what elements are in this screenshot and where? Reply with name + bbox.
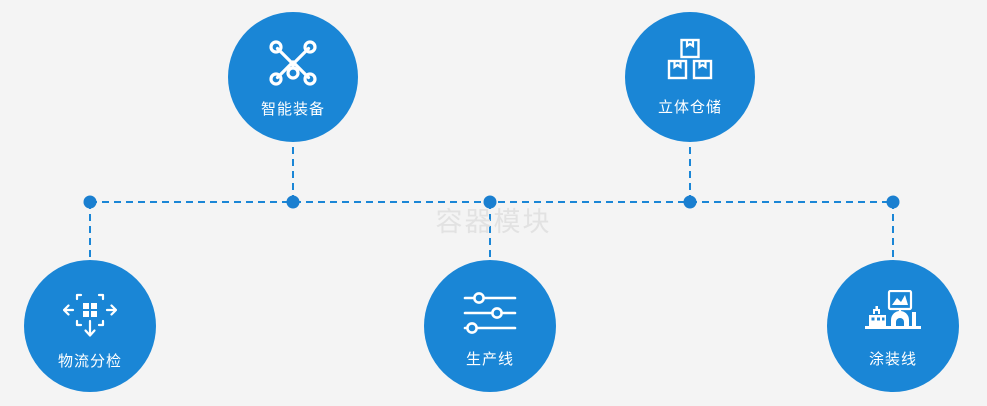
junction-node-painting-line[interactable] — [886, 195, 900, 209]
junction-node-smart-equipment[interactable] — [286, 195, 300, 209]
node-label-smart-equipment: 智能装备 — [260, 101, 325, 118]
junction-node-warehouse[interactable] — [683, 195, 697, 209]
node-smart-equipment[interactable]: 智能装备 — [228, 12, 358, 142]
node-warehouse[interactable]: 立体仓储 — [625, 12, 755, 142]
node-painting-line[interactable]: 涂装线 — [827, 260, 959, 392]
factory-machine-icon — [865, 289, 921, 336]
node-logistics-sorting[interactable]: 物流分检 — [24, 260, 156, 392]
node-label-production-line: 生产线 — [465, 351, 514, 368]
node-label-painting-line: 涂装线 — [868, 351, 917, 368]
junction-node-logistics[interactable] — [83, 195, 97, 209]
stacked-boxes-icon — [665, 38, 715, 86]
network-nodes-icon — [267, 38, 319, 88]
junction-node-production-line[interactable] — [483, 195, 497, 209]
node-label-warehouse: 立体仓储 — [657, 99, 722, 116]
node-label-logistics-sorting: 物流分检 — [57, 353, 122, 370]
sliders-icon — [463, 290, 517, 336]
node-production-line[interactable]: 生产线 — [424, 260, 556, 392]
sorting-arrows-icon — [62, 290, 118, 338]
